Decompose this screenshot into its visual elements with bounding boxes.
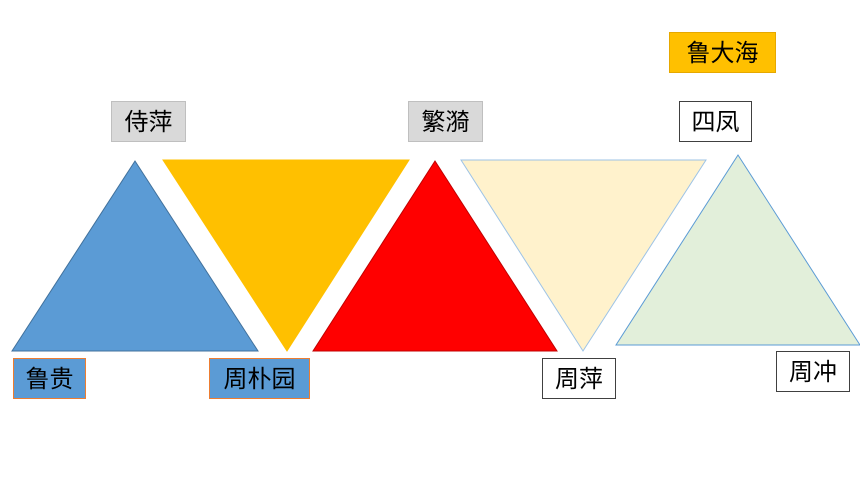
triangle-orange-down (162, 159, 410, 352)
label-lugui: 鲁贵 (13, 358, 86, 399)
label-zhou-chong: 周冲 (776, 351, 850, 392)
triangle-green-up (615, 154, 860, 346)
triangle-red-up (312, 160, 558, 352)
triangle-blue-up (11, 160, 259, 352)
label-fanyi: 繁漪 (408, 101, 483, 142)
label-lu-dahai: 鲁大海 (669, 32, 776, 73)
label-sifeng: 四凤 (679, 101, 752, 142)
label-zhou-puyuan: 周朴园 (209, 358, 310, 399)
triangle-cream-down (460, 159, 707, 352)
label-shiping: 侍萍 (111, 101, 186, 142)
label-zhou-ping: 周萍 (542, 358, 616, 399)
